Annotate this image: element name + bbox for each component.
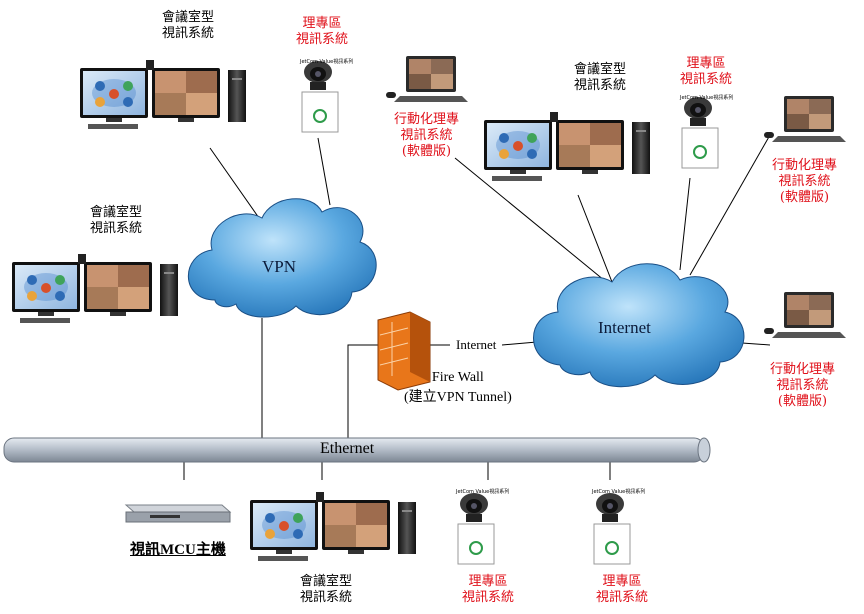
label-line: 行動化理專 bbox=[770, 362, 836, 377]
conf-bottom-label: 會議室型視訊系統 bbox=[300, 574, 352, 606]
label-line: 視訊系統 bbox=[90, 221, 143, 236]
label-line: 理專區 bbox=[602, 574, 642, 589]
mobile-right-top-label: 行動化理專視訊系統(軟體版) bbox=[772, 158, 837, 206]
exec-bottom-1-label: 理專區視訊系統 bbox=[462, 574, 514, 606]
label-line: 行動化理專 bbox=[394, 112, 460, 127]
connection-lines bbox=[183, 134, 771, 480]
conf-top-left-label: 會議室型視訊系統 bbox=[162, 10, 214, 42]
mobile-center-label: 行動化理專視訊系統(軟體版) bbox=[394, 112, 459, 160]
conference-system-top-left bbox=[80, 60, 246, 129]
label-line: (軟體版) bbox=[777, 394, 828, 409]
label-line: 視訊系統 bbox=[400, 128, 453, 143]
conf-top-center-label: 會議室型視訊系統 bbox=[574, 62, 626, 94]
internet-cloud bbox=[533, 263, 745, 388]
camera-tag-bottom-1: JetCom Value視訊系列 bbox=[456, 489, 510, 495]
label-line: 會議室型 bbox=[300, 574, 353, 589]
exec-top-left-label: 理專區視訊系統 bbox=[296, 16, 348, 48]
label-line: 視訊系統 bbox=[462, 590, 515, 605]
label-line: 視訊系統 bbox=[776, 378, 829, 393]
camera-top-right bbox=[681, 96, 719, 169]
label-line: 理專區 bbox=[686, 56, 726, 71]
label-line: 視訊系統 bbox=[778, 174, 831, 189]
label-line: 理專區 bbox=[302, 16, 342, 31]
laptop-right-top bbox=[764, 96, 846, 142]
laptop-right-bottom bbox=[764, 292, 846, 338]
firewall-label: Fire Wall (建立VPN Tunnel) bbox=[404, 370, 512, 406]
exec-bottom-2-label: 理專區視訊系統 bbox=[596, 574, 648, 606]
firewall-icon bbox=[377, 311, 431, 391]
label-line: 會議室型 bbox=[90, 205, 143, 220]
label-line: 會議室型 bbox=[162, 10, 215, 25]
label-line: 視訊系統 bbox=[162, 26, 215, 41]
ethernet-bus bbox=[3, 437, 711, 463]
laptop-top-center bbox=[386, 56, 468, 102]
conference-system-top-center bbox=[484, 112, 650, 181]
exec-top-right-label: 理專區視訊系統 bbox=[680, 56, 732, 88]
internet-cloud-label: Internet bbox=[598, 318, 651, 337]
label-line: 視訊系統 bbox=[596, 590, 649, 605]
label-line: 視訊系統 bbox=[680, 72, 733, 87]
label-line: (軟體版) bbox=[779, 190, 830, 205]
label-line: 理專區 bbox=[468, 574, 508, 589]
camera-bottom-2 bbox=[593, 492, 631, 565]
camera-tag-top-left: JetCom Value視訊系列 bbox=[300, 59, 354, 65]
label-line: (軟體版) bbox=[401, 144, 452, 159]
firewall-line-2: (建立VPN Tunnel) bbox=[404, 390, 512, 405]
mcu-label: 視訊MCU主機 bbox=[130, 542, 226, 558]
conference-system-mid-left bbox=[12, 254, 178, 323]
mcu-device bbox=[124, 504, 232, 523]
label-line: 行動化理專 bbox=[772, 158, 838, 173]
label-line: 會議室型 bbox=[574, 62, 627, 77]
mobile-right-bottom-label: 行動化理專視訊系統(軟體版) bbox=[770, 362, 835, 410]
conf-mid-left-label: 會議室型視訊系統 bbox=[90, 205, 142, 237]
internet-link-label: Internet bbox=[454, 337, 499, 353]
label-line: 視訊系統 bbox=[574, 78, 627, 93]
conference-system-bottom bbox=[250, 492, 416, 561]
camera-tag-top-right: JetCom Value視訊系列 bbox=[680, 95, 734, 101]
ethernet-label: Ethernet bbox=[320, 440, 375, 457]
camera-tag-bottom-2: JetCom Value視訊系列 bbox=[592, 489, 646, 495]
label-line: 視訊系統 bbox=[300, 590, 353, 605]
label-line: 視訊系統 bbox=[296, 32, 349, 47]
vpn-cloud-label: VPN bbox=[262, 257, 297, 276]
camera-bottom-1 bbox=[457, 492, 495, 565]
firewall-line-1: Fire Wall bbox=[431, 370, 484, 385]
camera-top-left bbox=[301, 60, 339, 133]
vpn-cloud bbox=[187, 198, 377, 318]
